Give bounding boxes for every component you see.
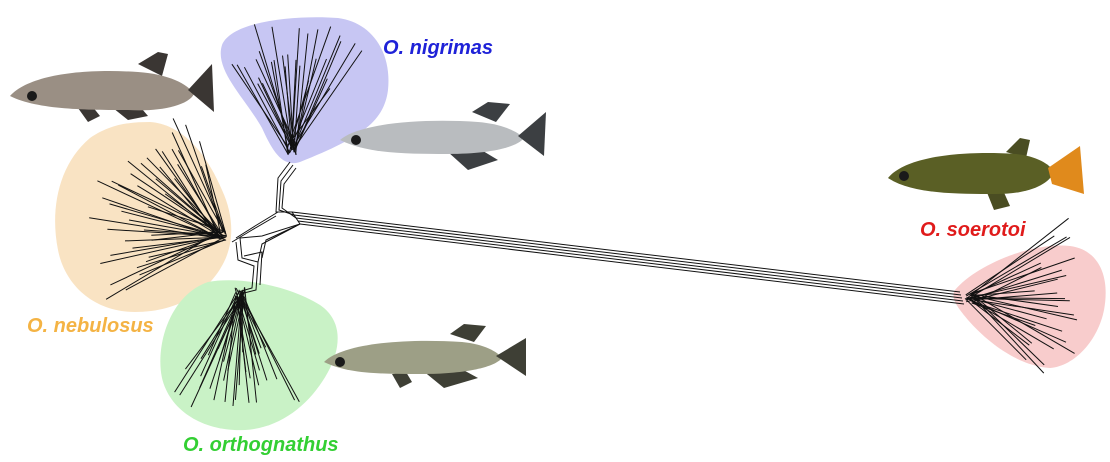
fish-nebulosus <box>10 52 214 122</box>
fish-orthognathus <box>324 324 526 388</box>
soerotoi-clade-region <box>953 246 1105 368</box>
clade-label-nigrimas: O. nigrimas <box>383 38 493 58</box>
orthognathus-clade-region <box>160 280 337 430</box>
clade-label-soerotoi: O. soerotoi <box>920 220 1026 240</box>
central-reticulation <box>232 162 300 294</box>
long-branch-bundle <box>292 212 964 304</box>
clade-label-orthognathus: O. orthognathus <box>183 435 339 455</box>
fish-soerotoi <box>888 138 1084 210</box>
clade-label-nebulosus: O. nebulosus <box>27 316 154 336</box>
